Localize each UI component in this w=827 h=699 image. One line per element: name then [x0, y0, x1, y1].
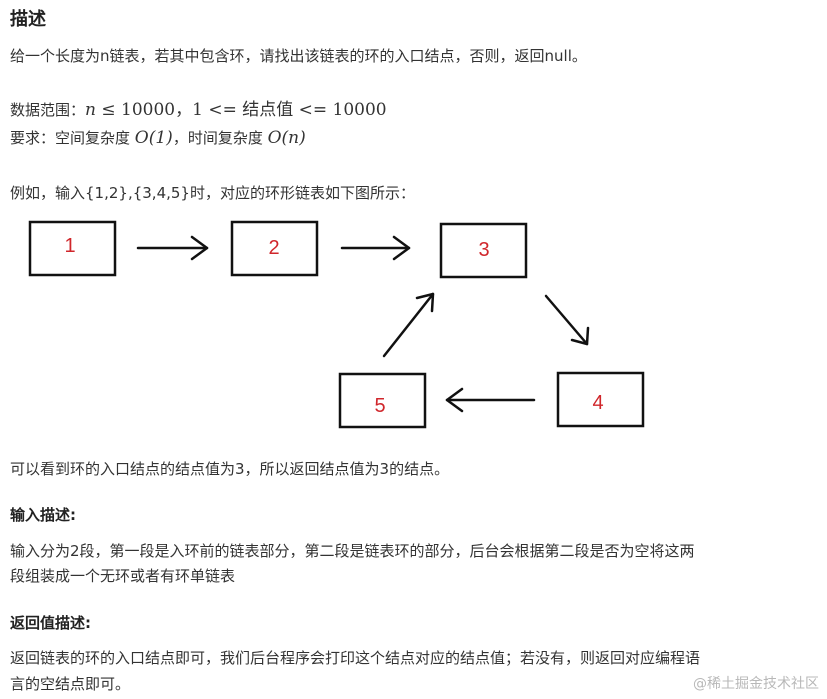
section-title-return: 返回值描述: — [10, 614, 91, 632]
time-complexity: O(n) — [267, 128, 306, 148]
space-complexity: O(1) — [134, 128, 173, 148]
arrow-3-to-4 — [544, 294, 590, 346]
section-title-description: 描述 — [10, 9, 46, 30]
arrow-1-to-2 — [136, 235, 209, 261]
data-range: 数据范围：n ≤ 10000，1 <= 结点值 <= 10000 — [10, 100, 387, 120]
node-box-2 — [230, 220, 319, 277]
node-label-5: 5 — [374, 395, 385, 417]
data-range-label: 数据范围： — [10, 101, 86, 119]
data-range-bound: ≤ 10000，1 <= — [95, 100, 243, 120]
node-box-5 — [338, 372, 427, 429]
watermark: @稀土掘金技术社区 — [693, 676, 819, 692]
linked-list-cycle-diagram: 1 2 3 4 5 — [28, 220, 645, 429]
arrow-2-to-3 — [340, 235, 411, 261]
requirement-label: 要求：空间复杂度 — [10, 129, 135, 147]
requirement: 要求：空间复杂度 O(1)，时间复杂度 O(n) — [10, 128, 306, 148]
section-title-input: 输入描述: — [10, 506, 76, 524]
example-text: 例如，输入{1,2},{3,4,5}时，对应的环形链表如下图所示： — [10, 184, 415, 202]
node-label-4: 4 — [592, 392, 603, 414]
arrow-5-to-3 — [382, 292, 435, 358]
node-label-3: 3 — [478, 239, 489, 261]
return-desc-line1: 返回链表的环的入口结点即可，我们后台程序会打印这个结点对应的结点值；若没有，则返… — [10, 649, 701, 667]
data-range-n: n — [85, 100, 96, 120]
arrow-4-to-5 — [445, 387, 536, 413]
node-label-2: 2 — [268, 237, 279, 259]
node-box-3 — [439, 222, 528, 279]
problem-intro: 给一个长度为n链表，若其中包含环，请找出该链表的环的入口结点，否则，返回null… — [10, 47, 587, 65]
requirement-mid: ，时间复杂度 — [172, 129, 268, 147]
return-desc-line2: 言的空结点即可。 — [10, 675, 131, 693]
node-label-1: 1 — [64, 235, 75, 257]
data-range-node-value: 结点值 — [242, 100, 294, 120]
conclusion-text: 可以看到环的入口结点的结点值为3，所以返回结点值为3的结点。 — [10, 460, 450, 478]
data-range-tail: <= 10000 — [293, 100, 387, 120]
node-box-4 — [556, 371, 645, 428]
input-desc-line2: 段组装成一个无环或者有环单链表 — [10, 567, 236, 585]
input-desc-line1: 输入分为2段，第一段是入环前的链表部分，第二段是链表环的部分，后台会根据第二段是… — [10, 542, 695, 560]
node-box-1 — [28, 220, 117, 277]
